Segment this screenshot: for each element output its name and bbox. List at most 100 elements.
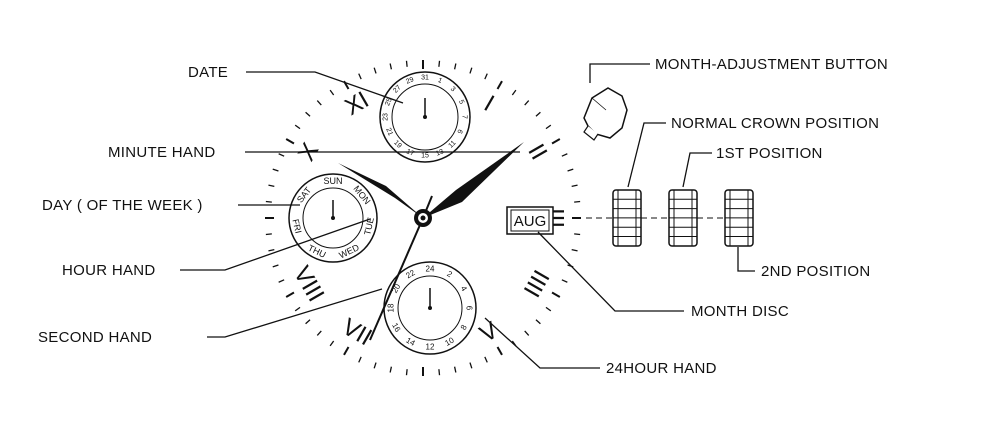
ring-label: 21 <box>384 127 393 137</box>
minute-tick <box>294 306 301 312</box>
month-adjustment-button <box>583 87 628 141</box>
minute-tick <box>316 330 322 336</box>
crown-first-position <box>668 189 698 247</box>
roman-numeral: VII <box>338 313 377 351</box>
minute-tick <box>551 291 561 298</box>
ring-label: 29 <box>405 76 415 85</box>
minute-tick <box>373 67 377 74</box>
ring-label: 8 <box>459 323 469 332</box>
minute-tick <box>278 153 285 157</box>
minute-tick <box>329 340 335 347</box>
minute-tick <box>453 366 457 373</box>
label-24hour-hand: 24HOUR HAND <box>606 360 717 377</box>
label-second-hand: SECOND HAND <box>38 329 153 346</box>
minute-tick <box>343 346 350 356</box>
label-normal-crown-position: NORMAL CROWN POSITION <box>671 115 880 132</box>
minute-tick <box>496 80 503 90</box>
minute-tick <box>438 60 441 67</box>
minute-tick <box>278 279 285 283</box>
minute-tick <box>265 233 272 236</box>
minute-tick <box>511 89 517 96</box>
minute-tick <box>272 168 279 172</box>
minute-tick <box>571 184 578 188</box>
minute-tick <box>561 279 568 283</box>
minute-tick <box>305 319 311 325</box>
minute-tick <box>524 100 530 106</box>
minute-tick <box>272 264 279 268</box>
minute-tick <box>294 124 301 130</box>
minute-tick <box>574 200 581 203</box>
ring-label: FRI <box>290 218 303 234</box>
ring-label: TUE <box>362 216 376 236</box>
label-month-adjustment-button: MONTH-ADJUSTMENT BUTTON <box>655 56 889 73</box>
minute-tick-marks <box>265 60 581 376</box>
hands <box>338 142 524 341</box>
ring-label: 17 <box>405 148 415 157</box>
ring-label: 27 <box>392 84 403 95</box>
ring-label: 2 <box>445 269 454 279</box>
minute-tick <box>545 124 552 130</box>
ring-label: 6 <box>465 306 474 311</box>
ring-label: SUN <box>323 176 342 186</box>
minute-tick <box>389 63 393 70</box>
ring-label: 31 <box>421 75 429 82</box>
label-minute-hand: MINUTE HAND <box>108 144 216 161</box>
minute-hand <box>423 142 524 218</box>
minute-tick <box>571 248 578 252</box>
minute-tick <box>305 111 311 117</box>
minute-tick <box>545 306 552 312</box>
minute-tick <box>285 291 295 298</box>
minute-tick <box>438 369 441 376</box>
ring-label: 13 <box>435 148 445 157</box>
label-second-position: 2ND POSITION <box>761 263 871 280</box>
roman-numeral: IIII <box>519 266 556 303</box>
ring-label: 19 <box>392 139 403 150</box>
label-day-of-week: DAY ( OF THE WEEK ) <box>42 197 203 214</box>
minute-tick <box>469 67 473 74</box>
minute-tick <box>496 346 503 356</box>
minute-tick <box>524 330 530 336</box>
minute-tick <box>358 73 362 80</box>
ring-label: 24 <box>426 265 435 274</box>
ring-label: 9 <box>457 129 465 135</box>
minute-tick <box>405 60 408 67</box>
minute-tick <box>373 362 377 369</box>
minute-tick <box>469 362 473 369</box>
crowns <box>586 189 754 247</box>
ring-label: 3 <box>449 86 457 94</box>
minute-tick <box>535 319 541 325</box>
ring-label: 4 <box>459 284 469 293</box>
ring-label: 5 <box>457 99 465 105</box>
minute-tick <box>316 100 322 106</box>
minute-tick <box>551 138 561 145</box>
crown-second-position <box>724 189 754 247</box>
label-hour-hand: HOUR HAND <box>62 262 156 279</box>
ring-label: 25 <box>384 97 393 107</box>
leader-lines <box>180 63 755 369</box>
ring-label: 12 <box>426 343 435 352</box>
minute-tick <box>484 73 488 80</box>
minute-tick <box>268 248 275 252</box>
roman-numeral: VIII <box>288 262 329 307</box>
minute-tick <box>285 138 295 145</box>
roman-numeral: I <box>479 90 498 117</box>
minute-tick <box>329 89 335 96</box>
roman-numeral: II <box>522 139 552 164</box>
ring-label: 23 <box>383 113 390 121</box>
minute-tick <box>484 356 488 363</box>
minute-tick <box>268 184 275 188</box>
month-window-text: AUG <box>514 213 547 230</box>
ring-label: 11 <box>448 139 458 149</box>
ring-label: 1 <box>437 77 443 85</box>
label-date: DATE <box>188 64 229 81</box>
label-first-position: 1ST POSITION <box>716 145 823 162</box>
ring-label: 18 <box>387 303 396 312</box>
minute-tick <box>574 233 581 236</box>
crown-normal-position <box>612 189 642 247</box>
minute-tick <box>567 168 574 172</box>
minute-tick <box>535 111 541 117</box>
minute-tick <box>405 369 408 376</box>
minute-tick <box>358 356 362 363</box>
